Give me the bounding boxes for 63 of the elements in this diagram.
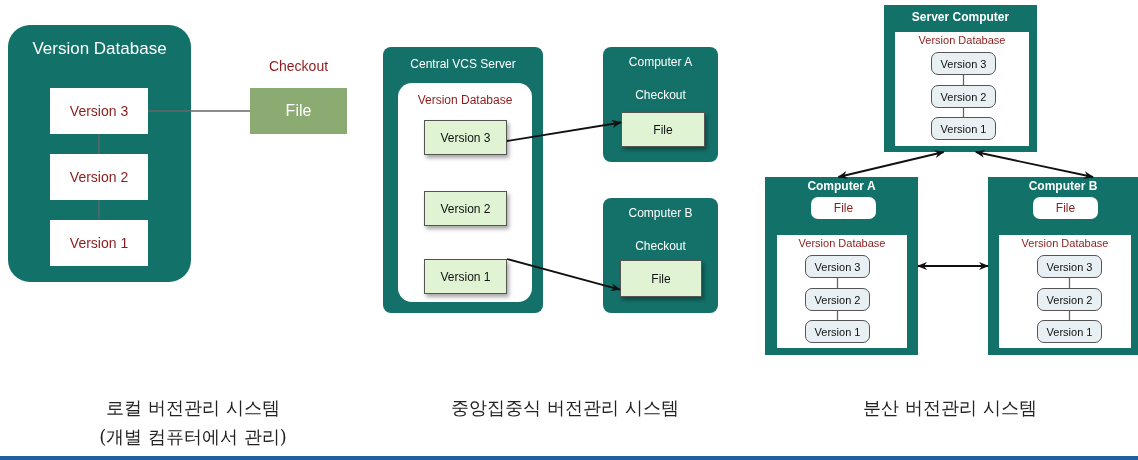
database-panel: [398, 83, 532, 302]
panel-title: Version Database: [917, 34, 1007, 46]
connector-line: [1068, 277, 1071, 289]
connector-line: [98, 133, 100, 155]
connector-line: [98, 199, 100, 221]
arrow: [974, 149, 1094, 180]
server-panel: [383, 47, 543, 313]
connector-line: [1068, 310, 1071, 321]
arrow: [917, 262, 989, 270]
checkout-label: Checkout: [267, 58, 330, 74]
file-box: File: [1033, 197, 1098, 219]
version-box: Version 2: [931, 85, 996, 108]
caption-text: 분산 버전관리 시스템: [862, 396, 1038, 420]
file-box: File: [620, 260, 702, 297]
version-box: Version 2: [805, 288, 870, 311]
file-box: File: [621, 112, 705, 147]
database-panel: [8, 25, 191, 282]
caption-text: 로컬 버전관리 시스템: [105, 396, 281, 420]
connector-line: [147, 110, 251, 112]
connector-line: [962, 74, 965, 86]
panel-title: Version Database: [1020, 237, 1110, 249]
version-box: Version 3: [424, 120, 507, 155]
computer-panel: [765, 177, 918, 355]
version-box: Version 1: [50, 220, 148, 266]
version-box: Version 2: [1037, 288, 1102, 311]
checkout-label: Checkout: [634, 88, 687, 102]
panel-title: Version Database: [416, 93, 514, 107]
panel-title: Computer A: [806, 179, 877, 193]
panel-title: Version Database: [797, 237, 887, 249]
connector-line: [836, 277, 839, 289]
arrow: [837, 150, 945, 179]
version-box: Version 1: [931, 117, 996, 140]
panel-title: Version Database: [31, 39, 168, 59]
version-box: Version 3: [50, 88, 148, 134]
panel-title: Server Computer: [910, 10, 1011, 24]
panel-title: Computer B: [627, 206, 694, 220]
version-box: Version 3: [1037, 255, 1102, 278]
version-box: Version 1: [424, 259, 507, 294]
version-box: Version 3: [805, 255, 870, 278]
arrow: [506, 258, 621, 292]
arrow: [506, 120, 622, 142]
panel-title: Computer B: [1027, 179, 1099, 193]
file-box: File: [250, 88, 347, 134]
version-box: Version 2: [424, 191, 507, 226]
checkout-label: Checkout: [634, 239, 687, 253]
database-panel: [895, 32, 1029, 146]
panel-title: Computer A: [627, 55, 694, 69]
database-panel: [777, 235, 907, 348]
file-box: File: [811, 197, 876, 219]
version-box: Version 3: [931, 52, 996, 75]
panel-title: Central VCS Server: [409, 57, 517, 71]
computer-panel: [603, 198, 718, 313]
connector-line: [836, 310, 839, 321]
caption-text: 중앙집중식 버전관리 시스템: [450, 396, 680, 420]
version-box: Version 1: [805, 320, 870, 343]
version-box: Version 2: [50, 154, 148, 200]
computer-panel: [988, 177, 1138, 355]
connector-line: [962, 107, 965, 118]
computer-panel: [603, 47, 718, 162]
version-box: Version 1: [1037, 320, 1102, 343]
database-panel: [999, 235, 1131, 348]
caption-text: (개별 컴퓨터에서 관리): [98, 425, 288, 449]
server-panel: [884, 5, 1037, 152]
